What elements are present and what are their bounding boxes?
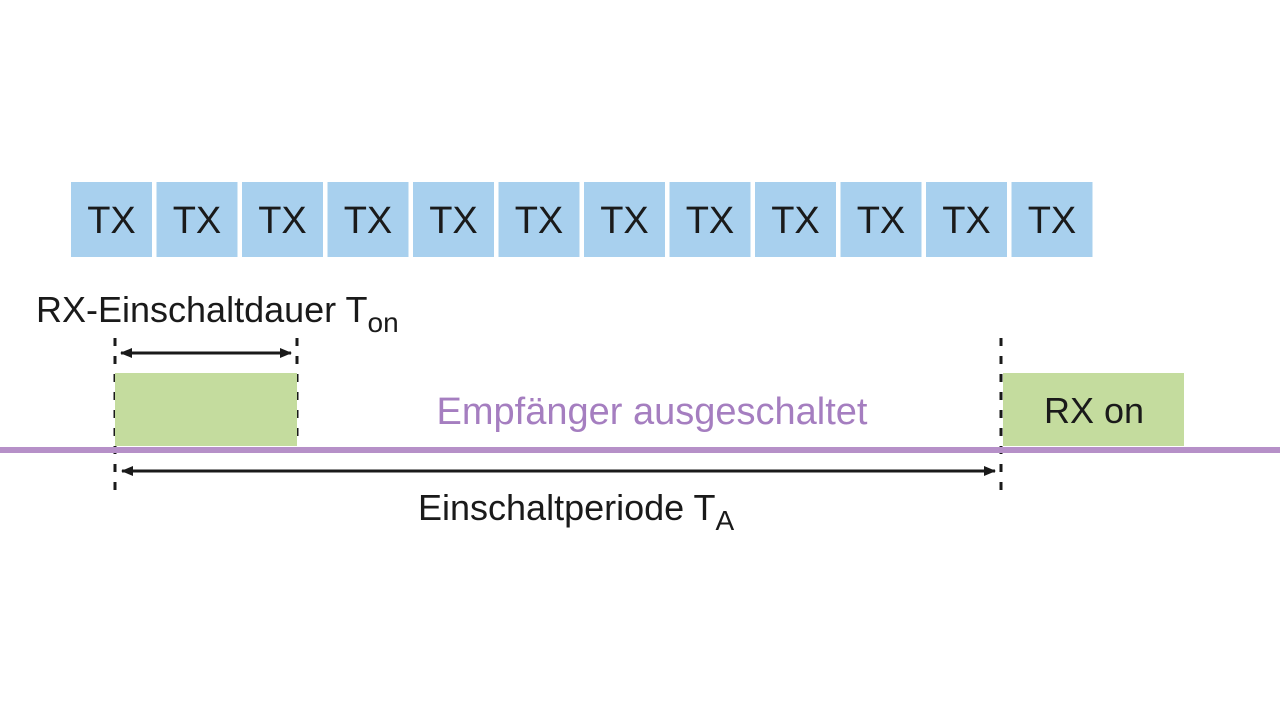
- tx-block-row: TX TX TX TX TX TX TX TX TX TX TX TX: [71, 182, 1093, 257]
- rx-on-block-second: [1003, 373, 1184, 446]
- tx-block-label: TX: [857, 200, 906, 242]
- tx-block: TX: [755, 182, 836, 257]
- rx-on-block-first: [115, 373, 297, 446]
- tx-block: TX: [156, 182, 238, 257]
- tx-block-box: [71, 182, 152, 257]
- receiver-off-label: Empfänger ausgeschaltet: [437, 391, 868, 433]
- tx-block: TX: [242, 182, 323, 257]
- tx-block-box: [840, 182, 922, 257]
- tx-block-box: [242, 182, 323, 257]
- tx-block: TX: [498, 182, 580, 257]
- tx-block-box: [669, 182, 751, 257]
- tx-block: TX: [1011, 182, 1093, 257]
- tx-block-label: TX: [87, 200, 136, 242]
- tx-block-label: TX: [344, 200, 393, 242]
- tx-block-box: [413, 182, 494, 257]
- tx-block-label: TX: [429, 200, 478, 242]
- tx-block: TX: [926, 182, 1007, 257]
- tx-block: TX: [413, 182, 494, 257]
- tx-block-box: [327, 182, 409, 257]
- tx-block-label: TX: [942, 200, 991, 242]
- tx-block-box: [1011, 182, 1093, 257]
- tx-block-box: [584, 182, 665, 257]
- rx-on-label: RX on: [1044, 390, 1144, 431]
- tx-block-box: [755, 182, 836, 257]
- tx-block: TX: [840, 182, 922, 257]
- tx-block: TX: [584, 182, 665, 257]
- tx-block-box: [498, 182, 580, 257]
- tx-block-box: [926, 182, 1007, 257]
- rx-on-duration-label: RX-Einschaltdauer Ton: [36, 289, 399, 338]
- tx-block-label: TX: [686, 200, 735, 242]
- tx-block: TX: [669, 182, 751, 257]
- tx-block-label: TX: [1028, 200, 1077, 242]
- tx-block: TX: [327, 182, 409, 257]
- tx-block: TX: [71, 182, 152, 257]
- period-label: Einschaltperiode TA: [418, 487, 735, 536]
- tx-block-label: TX: [771, 200, 820, 242]
- tx-block-label: TX: [173, 200, 222, 242]
- tx-block-label: TX: [515, 200, 564, 242]
- tx-block-box: [156, 182, 238, 257]
- tx-block-label: TX: [600, 200, 649, 242]
- tx-block-label: TX: [258, 200, 307, 242]
